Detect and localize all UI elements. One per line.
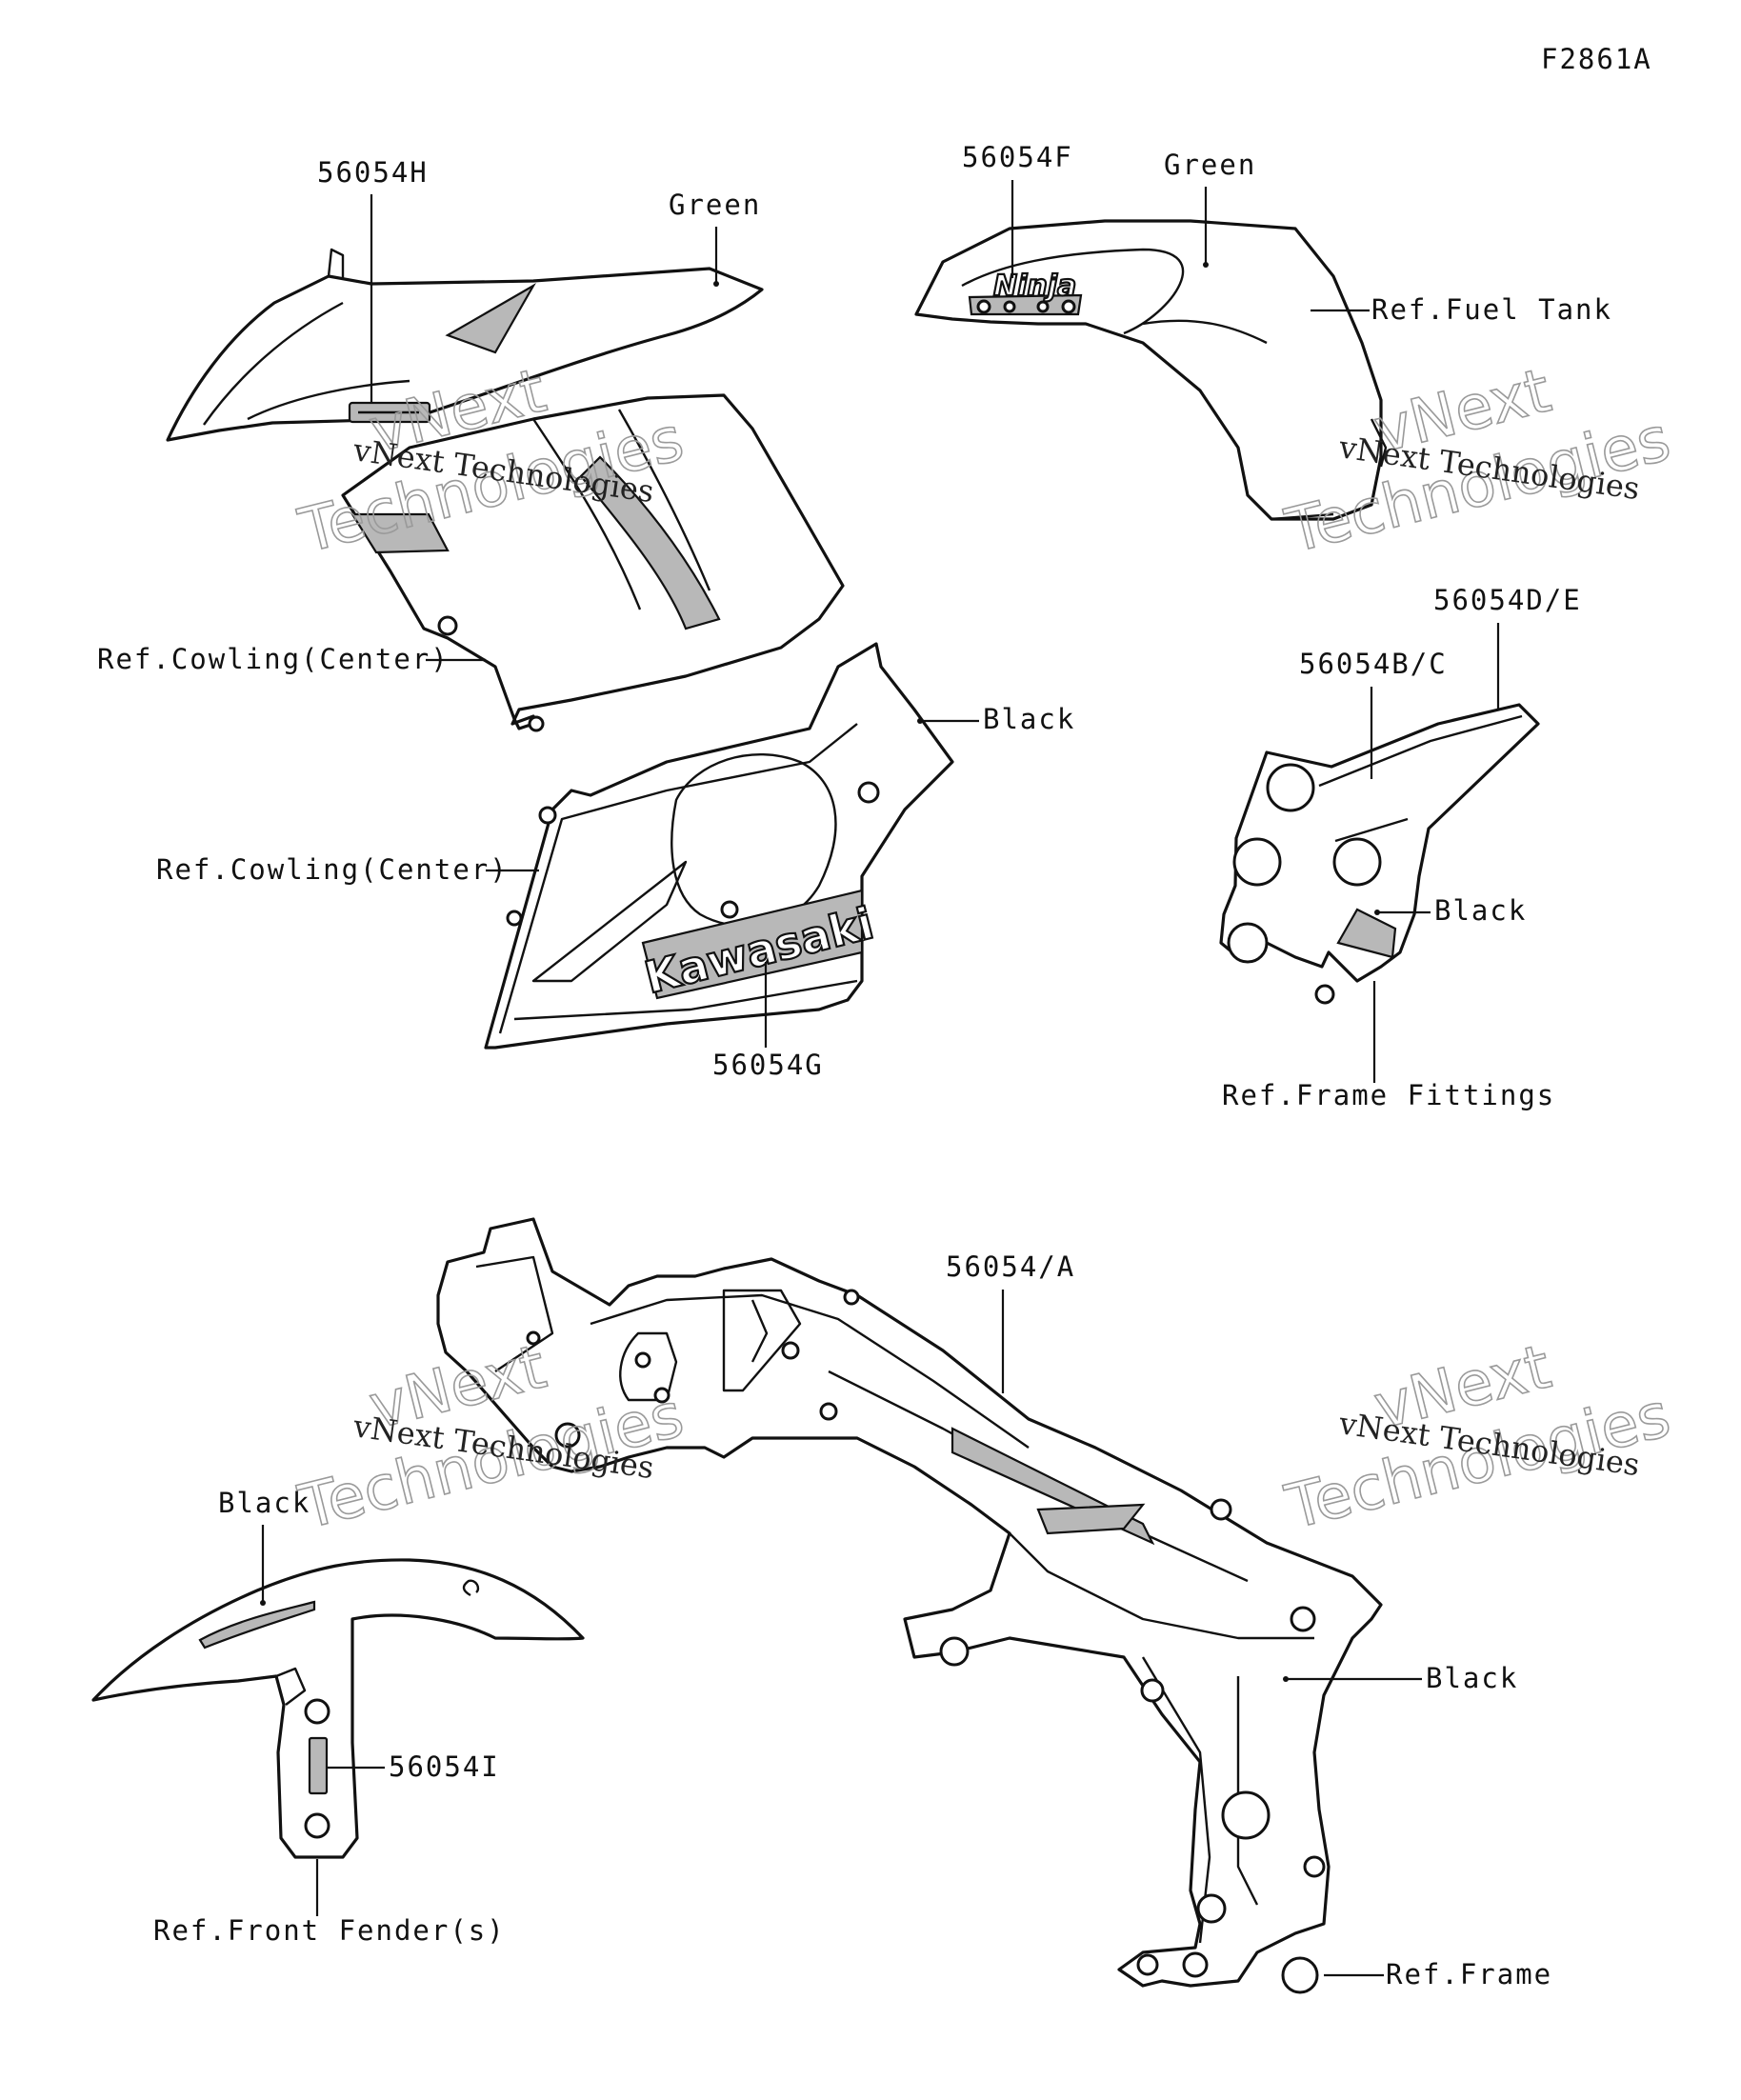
label-ref-frame-fittings: Ref.Frame Fittings	[1222, 1079, 1555, 1111]
figure-code: F2861A	[1541, 43, 1652, 75]
decal-56054I-mark	[308, 1736, 329, 1795]
lower-cowling-part: Kawasaki	[484, 642, 954, 1050]
label-black-lower-cowl: Black	[983, 703, 1075, 735]
label-56054A: 56054/A	[946, 1250, 1075, 1283]
label-ref-front-fender: Ref.Front Fender(s)	[153, 1914, 506, 1947]
label-ref-fuel-tank: Ref.Fuel Tank	[1371, 293, 1612, 326]
label-56054G: 56054G	[712, 1049, 824, 1081]
label-ref-cowling-center-1: Ref.Cowling(Center)	[97, 643, 450, 675]
upper-cowling-part	[166, 248, 764, 442]
label-black-fitting: Black	[1434, 894, 1527, 927]
ninja-decal-text: Ninja	[993, 270, 1076, 303]
label-green-cowling: Green	[669, 189, 761, 221]
main-frame-part	[436, 1217, 1383, 1994]
label-ref-cowling-center-2: Ref.Cowling(Center)	[156, 853, 509, 886]
label-56054H: 56054H	[317, 156, 429, 189]
center-cowling-upper-part	[341, 393, 845, 732]
frame-fitting-part	[1219, 703, 1540, 1005]
label-56054I: 56054I	[389, 1750, 500, 1783]
watermark-4: vNext Technologies vNext Technologies	[1278, 1331, 1677, 1545]
fuel-tank-part: Ninja	[914, 219, 1388, 521]
label-56054F: 56054F	[962, 141, 1073, 173]
label-56054DE: 56054D/E	[1433, 584, 1582, 616]
label-green-tank: Green	[1164, 149, 1256, 181]
front-fender-part	[91, 1558, 585, 1859]
label-black-frame: Black	[1426, 1662, 1518, 1694]
label-black-fender: Black	[218, 1487, 310, 1519]
label-56054BC: 56054B/C	[1299, 648, 1448, 680]
label-ref-frame: Ref.Frame	[1386, 1958, 1552, 1990]
